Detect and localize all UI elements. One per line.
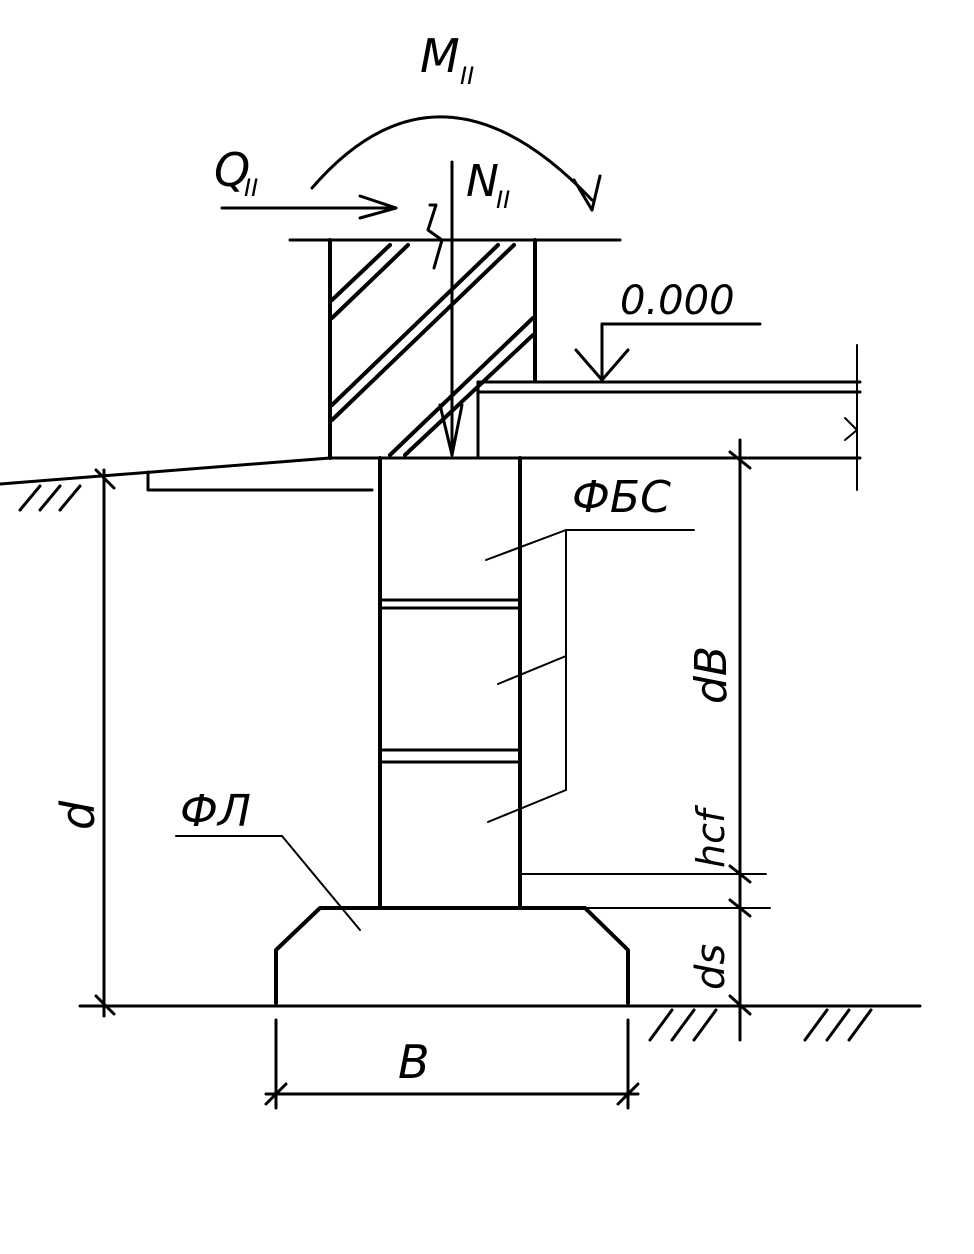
- wall-blocks-label: ФБС: [572, 472, 671, 523]
- moment-arrow: [310, 115, 602, 212]
- shear-arrow: [220, 194, 398, 220]
- shear-label: Q: [214, 143, 250, 197]
- shear-subscript: II: [244, 174, 258, 202]
- normal-force-subscript: II: [496, 186, 510, 214]
- normal-force-label: N: [466, 156, 499, 207]
- wall-blocks-leader: [485, 529, 695, 823]
- dimension-right: [521, 438, 771, 1042]
- depth-slab-label: ds: [688, 944, 734, 990]
- footing-slab: [274, 906, 630, 1005]
- wall-blocks: [378, 456, 522, 910]
- base-line: [78, 1004, 922, 1042]
- depth-d-label: d: [51, 800, 105, 830]
- column: [288, 238, 622, 460]
- outside-ground: [0, 456, 374, 512]
- floor-thickness-label: hcf: [689, 804, 733, 868]
- floor-slab: [328, 380, 862, 460]
- footing-leader: [175, 835, 361, 931]
- dimension-b: [264, 1018, 640, 1110]
- depth-basement-label: dB: [686, 646, 737, 704]
- moment-subscript: II: [460, 62, 474, 90]
- footing-slab-label: ФЛ: [180, 786, 251, 837]
- width-b-label: B: [398, 1035, 430, 1089]
- moment-label: M: [420, 29, 460, 83]
- normal-force-arrow: [426, 160, 464, 457]
- level-label: 0.000: [620, 278, 735, 324]
- dimension-d: [94, 468, 116, 1018]
- level-mark: [574, 322, 858, 491]
